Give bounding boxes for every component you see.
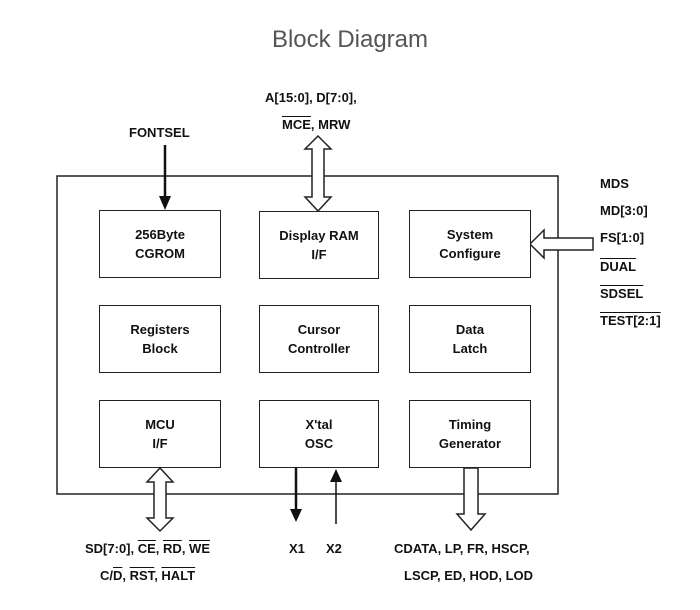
block-cgrom-line1: 256Byte	[135, 227, 185, 242]
block-cursor-controller-line2: Controller	[287, 341, 351, 356]
diagram-title: Block Diagram	[271, 26, 429, 53]
rd-signal: RD	[163, 541, 182, 556]
config-test: TEST[2:1]	[600, 313, 661, 328]
block-display-ram-line2: I/F	[311, 247, 327, 262]
config-fs: FS[1:0]	[600, 230, 645, 245]
rst-signal: RST	[129, 568, 155, 583]
top-bus-arrow	[303, 134, 333, 213]
sd-signal: SD[7:0],	[85, 541, 138, 556]
c-signal: C/	[100, 568, 113, 583]
block-timing-generator-line2: Generator	[438, 436, 502, 451]
halt-signal: HALT	[161, 568, 196, 583]
block-cursor-controller-line1: Cursor	[297, 322, 341, 337]
ce-signal: CE	[137, 541, 156, 556]
block-registers-line1: Registers	[130, 322, 190, 337]
block-system-configure: System Configure	[409, 210, 531, 278]
config-sdsel: SDSEL	[600, 286, 644, 301]
mrw-signal: , MRW	[310, 117, 351, 132]
mcu-bus-arrow	[145, 466, 175, 533]
fontsel-arrow	[159, 145, 171, 210]
fontsel-label: FONTSEL	[129, 125, 190, 140]
d-signal: D	[113, 568, 123, 583]
config-md: MD[3:0]	[600, 203, 648, 218]
we-signal: WE	[189, 541, 210, 556]
block-registers: Registers Block	[99, 305, 221, 373]
block-data-latch-line2: Latch	[452, 341, 488, 356]
separator: ,	[181, 541, 190, 556]
separator: ,	[155, 541, 164, 556]
x2-arrow	[330, 469, 342, 524]
block-system-configure-line1: System	[446, 227, 494, 242]
mcu-bus-label-line2: C/D, RST, HALT	[100, 569, 195, 582]
block-xtal-osc-line2: OSC	[304, 436, 334, 451]
block-registers-line2: Block	[142, 341, 178, 356]
top-bus-label-line2: MCE, MRW	[282, 118, 350, 131]
top-bus-label-line1: A[15:0], D[7:0],	[265, 90, 357, 105]
mcu-bus-label-line1: SD[7:0], CE, RD, WE	[85, 542, 210, 555]
block-xtal-osc-line1: X'tal	[305, 417, 333, 432]
block-data-latch-line1: Data	[455, 322, 485, 337]
block-timing-generator-line1: Timing	[448, 417, 492, 432]
lcd-signals-line1: CDATA, LP, FR, HSCP,	[394, 541, 530, 556]
chip-boundary	[56, 175, 559, 495]
block-mcu-if-line2: I/F	[152, 436, 168, 451]
mce-signal: MCE	[282, 117, 311, 132]
block-mcu-if: MCU I/F	[99, 400, 221, 468]
config-dual: DUAL	[600, 259, 637, 274]
block-display-ram-if: Display RAM I/F	[259, 211, 379, 279]
x1-arrow	[290, 468, 302, 522]
lcd-signals-line2: LSCP, ED, HOD, LOD	[404, 568, 534, 583]
block-cgrom-line2: CGROM	[135, 246, 185, 261]
separator: ,	[122, 568, 130, 583]
x1-label: X1	[289, 541, 305, 556]
config-mds: MDS	[600, 176, 629, 191]
block-mcu-if-line1: MCU	[145, 417, 175, 432]
timing-output-arrow	[455, 467, 487, 532]
separator: ,	[154, 568, 162, 583]
block-xtal-osc: X'tal OSC	[259, 400, 379, 468]
config-arrow	[528, 228, 594, 260]
block-data-latch: Data Latch	[409, 305, 531, 373]
block-cursor-controller: Cursor Controller	[259, 305, 379, 373]
block-system-configure-line2: Configure	[439, 246, 501, 261]
block-cgrom: 256Byte CGROM	[99, 210, 221, 278]
block-timing-generator: Timing Generator	[409, 400, 531, 468]
block-display-ram-line1: Display RAM	[279, 228, 359, 243]
x2-label: X2	[326, 541, 342, 556]
